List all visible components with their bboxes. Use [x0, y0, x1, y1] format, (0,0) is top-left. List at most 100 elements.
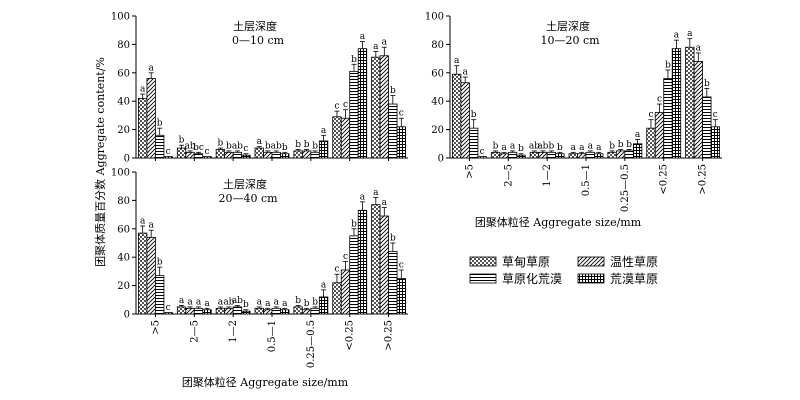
bar-meadow-steppe: [371, 204, 381, 315]
bar-desert-steppe: [318, 296, 329, 315]
x-axis-title-right: 团聚体粒径 Aggregate size/mm: [475, 215, 642, 229]
significance-label: a: [187, 297, 193, 307]
significance-label: a: [382, 38, 388, 48]
significance-label: b: [351, 55, 357, 65]
significance-label: b: [390, 234, 396, 244]
y-tick-label: 20: [431, 125, 444, 136]
bar-steppe-desert: [155, 275, 165, 315]
bar-desert-steppe: [477, 156, 487, 159]
y-tick-label: 80: [431, 40, 444, 51]
bar-meadow-steppe: [371, 56, 381, 159]
significance-label: c: [166, 303, 171, 313]
significance-label: a: [510, 141, 516, 151]
significance-label: b: [518, 144, 524, 154]
significance-label: a: [257, 137, 263, 147]
legend-item: 草甸草原: [469, 255, 550, 269]
bar-steppe-desert: [585, 151, 595, 159]
legend-label: 温性草原: [610, 255, 658, 269]
legend-swatch-steppe-desert: [469, 273, 497, 284]
significance-label: c: [713, 110, 718, 120]
bar-meadow-steppe: [685, 46, 695, 159]
significance-label: c: [343, 252, 348, 262]
legend-item: 荒漠草原: [577, 272, 658, 286]
significance-label: b: [157, 119, 163, 129]
bar-steppe-desert: [271, 307, 281, 315]
significance-label: a: [148, 221, 154, 231]
significance-label: b: [312, 141, 318, 151]
x-tick-label: 0.5—1: [267, 320, 278, 352]
y-tick-label: 80: [117, 40, 130, 51]
panel-title: 土层深度: [233, 19, 277, 33]
bar-steppe-desert: [388, 103, 398, 159]
bar-meadow-steppe: [607, 151, 617, 159]
significance-label: c: [657, 95, 662, 105]
significance-label: a: [596, 143, 602, 153]
significance-label: b: [157, 258, 163, 268]
significance-label: a: [571, 143, 577, 153]
significance-label: b: [609, 141, 615, 151]
bar-typical-steppe: [693, 61, 703, 159]
bar-typical-steppe: [379, 55, 389, 159]
significance-label: ab: [271, 141, 282, 151]
legend-label: 荒漠草原: [610, 272, 658, 286]
y-tick-label: 40: [117, 253, 130, 264]
legend-label: 草原化荒漠: [502, 272, 562, 286]
bar-steppe-desert: [388, 251, 398, 315]
bar-steppe-desert: [232, 151, 243, 159]
significance-label: a: [382, 198, 388, 208]
significance-label: a: [588, 141, 594, 151]
significance-label: b: [618, 140, 624, 150]
significance-label: b: [295, 140, 301, 150]
significance-label: b: [665, 60, 671, 70]
panel-subtitle: 0—10 cm: [232, 34, 285, 47]
bar-steppe-desert: [310, 307, 320, 315]
panel-title: 土层深度: [223, 177, 267, 191]
significance-label: b: [304, 299, 310, 309]
y-tick-label: 60: [431, 68, 444, 79]
bar-desert-steppe: [163, 312, 173, 315]
bar-steppe-desert: [271, 151, 281, 159]
x-tick-label: >5: [150, 320, 161, 335]
bar-desert-steppe: [555, 153, 565, 159]
panel-subtitle: 20—40 cm: [218, 192, 278, 205]
significance-label: a: [579, 143, 585, 153]
significance-label: c: [334, 102, 339, 112]
significance-label: a: [635, 130, 641, 140]
bar-steppe-desert: [155, 134, 165, 159]
x-tick-label: <0.25: [659, 164, 670, 195]
bar-typical-steppe: [499, 153, 509, 159]
bar-desert-steppe: [671, 48, 682, 159]
significance-label: b: [312, 297, 318, 307]
significance-label: b: [243, 300, 249, 310]
significance-label: a: [696, 43, 702, 53]
y-tick-label: 60: [117, 68, 130, 79]
bar-desert-steppe: [280, 153, 290, 159]
bar-desert-steppe: [202, 309, 212, 315]
significance-label: a: [274, 297, 280, 307]
significance-label: a: [265, 299, 271, 309]
y-tick-label: 80: [117, 196, 130, 207]
significance-label: b: [704, 79, 710, 89]
significance-label: ab: [232, 141, 243, 151]
x-tick-label: >0.25: [384, 320, 395, 351]
bar-typical-steppe: [538, 151, 548, 159]
significance-label: a: [321, 126, 327, 136]
y-tick-label: 60: [117, 224, 130, 235]
x-tick-label: 1—2: [542, 164, 553, 187]
bar-desert-steppe: [710, 126, 720, 159]
y-axis-title: 团聚体质量百分数 Aggregate content/%: [93, 57, 107, 267]
significance-label: a: [687, 29, 693, 39]
legend-swatch-desert-steppe: [577, 273, 605, 284]
significance-label: b: [390, 86, 396, 96]
bar-typical-steppe: [379, 215, 389, 315]
bar-desert-steppe: [241, 310, 251, 315]
x-tick-label: <0.25: [345, 320, 356, 351]
significance-label: b: [493, 141, 499, 151]
bar-typical-steppe: [224, 307, 234, 315]
bar-meadow-steppe: [293, 306, 303, 315]
bar-meadow-steppe: [138, 232, 148, 315]
significance-label: a: [257, 297, 263, 307]
bar-typical-steppe: [185, 307, 195, 315]
